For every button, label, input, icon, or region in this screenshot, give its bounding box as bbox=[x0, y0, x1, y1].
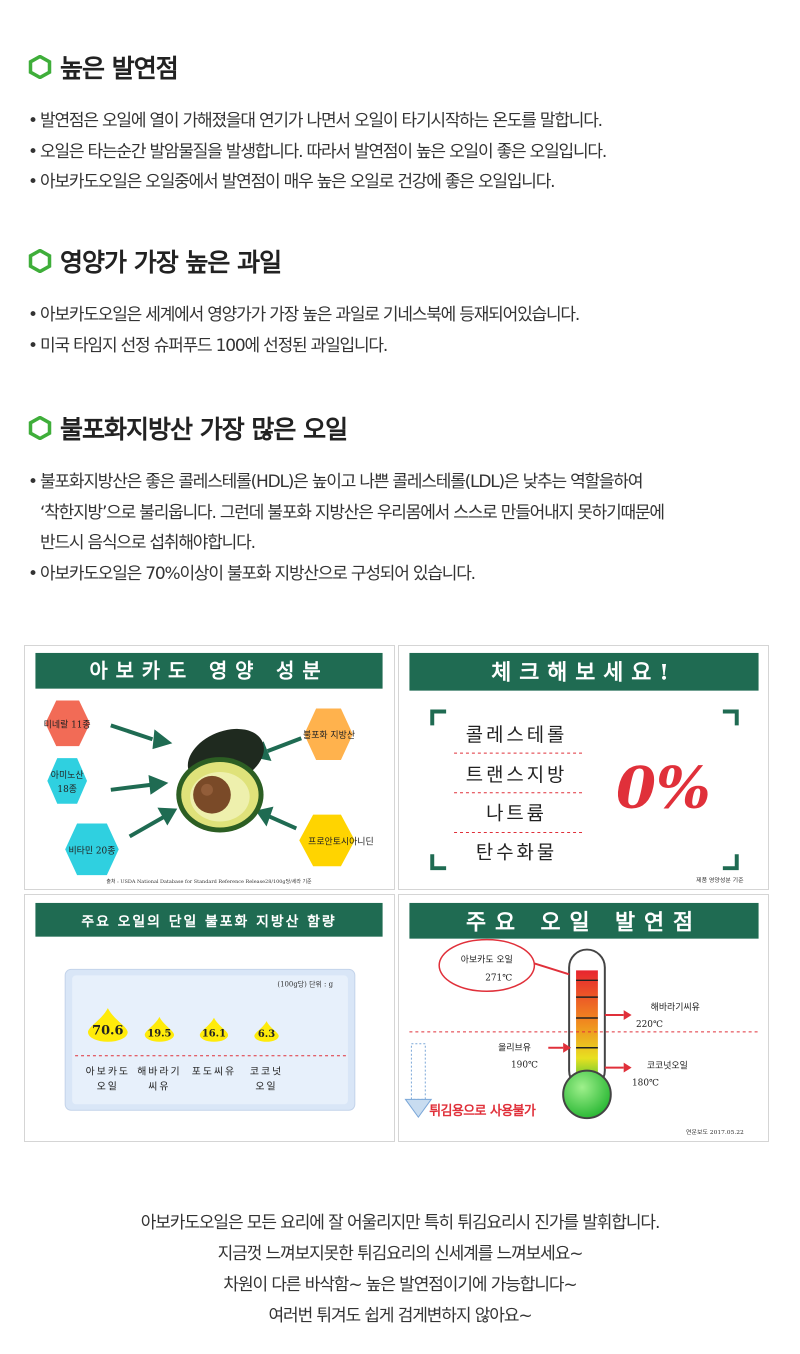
bullet-item: 아보카도오일은 오일중에서 발연점이 매우 높은 오일로 건강에 좋은 오일입니… bbox=[28, 167, 778, 198]
down-arrow-icon bbox=[404, 1043, 433, 1119]
chart-category-label: 아보카도 bbox=[86, 1066, 130, 1078]
hexagon-label: 아미노산 bbox=[51, 770, 84, 781]
oil-name: 코코넛오일 bbox=[647, 1061, 688, 1072]
chart-category-label: 포도씨유 bbox=[192, 1066, 236, 1078]
chart-drop bbox=[254, 1021, 279, 1042]
oil-name: 아보카도 오일 bbox=[461, 954, 513, 965]
hexagon-amino bbox=[47, 758, 88, 804]
section-heading: 영양가 가장 높은 과일 bbox=[28, 244, 778, 278]
chart-drop bbox=[87, 1008, 128, 1042]
closing-line: 차원이 다른 바삭함~ 높은 발연점이기에 가능합니다~ bbox=[223, 1275, 577, 1295]
closing-text: 아보카도오일은 모든 요리에 잘 어울리지만 특히 튀김요리시 진가를 발휘합니… bbox=[0, 1208, 800, 1332]
oil-temp: 220℃ bbox=[636, 1020, 663, 1030]
chart-category-label: 코코넛 bbox=[250, 1066, 283, 1078]
bullet-item: 발연점은 오일에 열이 가해졌을대 연기가 나면서 오일이 타기시작하는 온도를… bbox=[28, 106, 778, 137]
section-heading: 불포화지방산 가장 많은 오일 bbox=[28, 411, 778, 445]
source-note: 출처 : USDA National Database for Standard… bbox=[106, 878, 312, 885]
panel-note: 제품 영양성분 기준 bbox=[696, 876, 744, 884]
chart-data-label: 19.5 bbox=[147, 1028, 171, 1039]
hexagon-label: 불포화 지방산 bbox=[303, 730, 355, 741]
hexagon-proanthocyanidin bbox=[299, 814, 355, 867]
oil-name: 올리브유 bbox=[498, 1043, 531, 1054]
panel-avocado-nutrition: 아보카도 영양 성분 미네랄 11종 아미노산 18종 비타민 20종 불포화 … bbox=[24, 645, 395, 890]
bullet-list: 아보카도오일은 세계에서 영양가가 가장 높은 과일로 기네스북에 등재되어있습… bbox=[28, 300, 778, 361]
panel-title: 아보카도 영양 성분 bbox=[89, 659, 328, 683]
section-nutrition: 영양가 가장 높은 과일 아보카도오일은 세계에서 영양가가 가장 높은 과일로… bbox=[28, 244, 778, 361]
bullet-item: 오일은 타는순간 발암물질을 발생합니다. 따라서 발연점이 높은 오일이 좋은… bbox=[28, 137, 778, 168]
panel-fat-content: 주요 오일의 단일 불포화 지방산 함량 (100g당) 단위 : g 70.6… bbox=[24, 894, 395, 1142]
hexagon-icon bbox=[28, 416, 52, 440]
chart-data-label: 70.6 bbox=[92, 1023, 123, 1038]
check-item: 콜레스테롤 bbox=[466, 724, 568, 746]
arrow-icon bbox=[534, 962, 570, 976]
panel-title: 주요 오일의 단일 불포화 지방산 함량 bbox=[81, 913, 336, 930]
chart-category-label: 씨유 bbox=[148, 1080, 170, 1092]
highlight-circle bbox=[438, 938, 536, 992]
avocado-image bbox=[176, 728, 264, 833]
bullet-item: 아보카도오일은 세계에서 영양가가 가장 높은 과일로 기네스북에 등재되어있습… bbox=[28, 300, 778, 331]
section-heading: 높은 발연점 bbox=[28, 50, 778, 84]
zero-percent-value: 0% bbox=[616, 754, 711, 822]
warning-label: 튀김용으로 사용불가 bbox=[429, 1103, 536, 1119]
arrow-icon bbox=[110, 723, 302, 839]
arrow-icon bbox=[548, 1042, 572, 1053]
section-title: 높은 발연점 bbox=[60, 54, 179, 83]
hexagon-mineral bbox=[45, 700, 90, 747]
bullet-line: ‘착한지방’으로 불리웁니다. 그런데 불포화 지방산은 우리몸에서 스스로 만… bbox=[40, 502, 665, 523]
thermometer-icon bbox=[562, 948, 612, 1120]
panel-title-banner bbox=[409, 902, 759, 939]
chart-unit-label: (100g당) 단위 : g bbox=[277, 979, 333, 988]
hexagon-label: 비타민 20종 bbox=[68, 845, 115, 856]
oil-temp: 190℃ bbox=[511, 1061, 538, 1071]
panel-note: 연운보도 2017.05.22 bbox=[686, 1128, 744, 1136]
closing-line: 아보카도오일은 모든 요리에 잘 어울리지만 특히 튀김요리시 진가를 발휘합니… bbox=[140, 1213, 661, 1233]
bullet-item: 불포화지방산은 좋은 콜레스테롤(HDL)은 높이고 나쁜 콜레스테롤(LDL)… bbox=[28, 467, 778, 559]
arrow-icon bbox=[604, 1010, 632, 1020]
section-title: 불포화지방산 가장 많은 오일 bbox=[60, 415, 348, 444]
bullet-list: 불포화지방산은 좋은 콜레스테롤(HDL)은 높이고 나쁜 콜레스테롤(LDL)… bbox=[28, 467, 778, 589]
hexagon-label: 18종 bbox=[57, 784, 77, 795]
infographic-grid: 아보카도 영양 성분 미네랄 11종 아미노산 18종 비타민 20종 불포화 … bbox=[24, 645, 770, 1142]
check-item: 탄수화물 bbox=[476, 841, 557, 863]
oil-temp: 180℃ bbox=[632, 1078, 659, 1088]
chart-category-label: 오일 bbox=[97, 1080, 119, 1092]
bullet-line: 불포화지방산은 좋은 콜레스테롤(HDL)은 높이고 나쁜 콜레스테롤(LDL)… bbox=[40, 472, 643, 492]
hexagon-label: 미네랄 11종 bbox=[44, 719, 91, 730]
bullet-item: 아보카도오일은 70%이상이 불포화 지방산으로 구성되어 있습니다. bbox=[28, 559, 778, 590]
bullet-item: 미국 타임지 선정 슈퍼푸드 100에 선정된 과일입니다. bbox=[28, 331, 778, 362]
chart-marks: 70.6 아보카도오일 19.5 해바라기씨유 16.1 포도씨유 6.3 코코넛오일 bbox=[86, 1008, 283, 1092]
arrow-icon bbox=[604, 1062, 632, 1073]
hexagon-icon bbox=[28, 55, 52, 79]
oil-temp: 271℃ bbox=[485, 973, 512, 983]
chart-category-label: 오일 bbox=[255, 1080, 277, 1092]
closing-line: 여러번 튀겨도 쉽게 검게변하지 않아요~ bbox=[268, 1306, 533, 1326]
section-title: 영양가 가장 높은 과일 bbox=[60, 248, 282, 277]
hexagon-label: 프로안토시아니딘 bbox=[308, 836, 374, 847]
panel-title-banner bbox=[35, 902, 383, 937]
closing-line: 지금껏 느껴보지못한 튀김요리의 신세계를 느껴보세요~ bbox=[217, 1244, 584, 1264]
check-item: 트랜스지방 bbox=[466, 764, 568, 786]
chart-drop bbox=[144, 1016, 175, 1042]
section-smoke-point: 높은 발연점 발연점은 오일에 열이 가해졌을대 연기가 나면서 오일이 타기시… bbox=[28, 50, 778, 198]
panel-smoke-point: 주요 오일 발연점 bbox=[398, 894, 769, 1142]
chart-drop bbox=[199, 1017, 229, 1042]
hexagon-fatty-acid bbox=[304, 708, 353, 761]
bullet-list: 발연점은 오일에 열이 가해졌을대 연기가 나면서 오일이 타기시작하는 온도를… bbox=[28, 106, 778, 198]
bullet-line: 반드시 음식으로 섭취해야합니다. bbox=[40, 533, 256, 553]
check-item: 나트륨 bbox=[486, 803, 547, 825]
panel-title-banner bbox=[35, 652, 383, 689]
chart-data-label: 6.3 bbox=[258, 1029, 275, 1040]
panel-title-banner bbox=[409, 652, 759, 691]
chart-data-label: 16.1 bbox=[202, 1029, 226, 1040]
corner-bracket-icon bbox=[430, 709, 739, 871]
hexagon-vitamin bbox=[65, 823, 119, 876]
panel-title: 주요 오일 발연점 bbox=[466, 911, 702, 936]
chart-category-label: 해바라기 bbox=[137, 1065, 181, 1078]
section-unsaturated-fat: 불포화지방산 가장 많은 오일 불포화지방산은 좋은 콜레스테롤(HDL)은 높… bbox=[28, 411, 778, 589]
hexagon-icon bbox=[28, 249, 52, 273]
panel-check: 체크해보세요! 콜레스테롤 트랜스지방 나트륨 탄수화물 0% 제품 영양성분 … bbox=[398, 645, 769, 890]
panel-title: 체크해보세요! bbox=[491, 661, 677, 686]
oil-name: 해바라기씨유 bbox=[651, 1002, 700, 1013]
